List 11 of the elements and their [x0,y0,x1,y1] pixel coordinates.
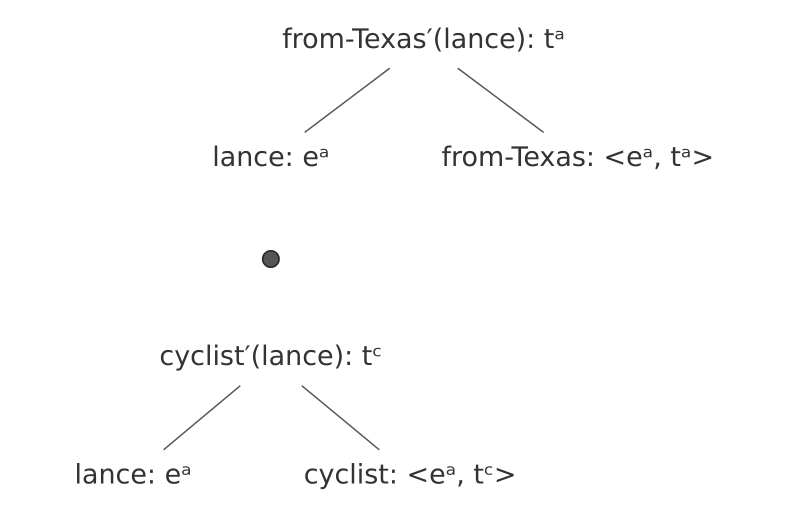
node-text: cyclist: <eᵃ, tᶜ> [303,459,516,490]
node-text: cyclist′(lance): tᶜ [158,341,382,372]
node-text: from-Texas′(lance): tᵃ [282,24,564,55]
node-text: from-Texas: <eᵃ, tᵃ> [441,142,714,174]
node-text: lance: eᵃ [212,142,329,174]
connector [162,385,240,450]
connector [300,385,380,450]
node-text: lance: eᵃ [74,459,192,490]
connector [304,68,390,134]
node-circle [261,250,280,268]
connector [456,68,544,134]
